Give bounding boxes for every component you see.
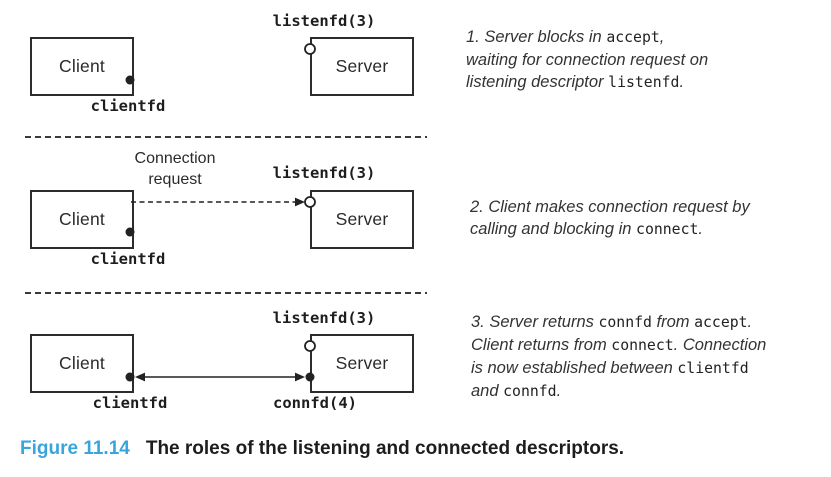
panel1-server-box: Server [310, 37, 414, 96]
panel2-client-label: Client [59, 209, 105, 229]
note-line: 3. Server returns connfd from accept. [471, 313, 753, 331]
panel2-connection-request-line1: Connection [134, 150, 216, 167]
figure-caption: Figure 11.14 The roles of the listening a… [20, 438, 624, 460]
note-line: listening descriptor listenfd. [466, 73, 685, 91]
panel3-server-label: Server [335, 353, 389, 373]
figure-number-label: Figure 11.14 [20, 438, 130, 459]
panel3-left-arrowhead-icon [135, 372, 145, 382]
figure-caption-title: The roles of the listening and connected… [145, 438, 625, 459]
panel3-clientfd-label: clientfd [92, 394, 168, 412]
note-line: calling and blocking in connect. [470, 220, 703, 238]
panel1-client-label: Client [59, 56, 105, 76]
panel3-listenfd-label: listenfd(3) [272, 309, 376, 327]
note-line: 1. Server blocks in accept, [466, 28, 665, 46]
note-line: Client returns from connect. Connection [471, 336, 767, 354]
note-line: 2. Client makes connection request by [470, 198, 750, 216]
panel3-connfd-label: connfd(4) [273, 394, 357, 412]
panel1-listenfd-label: listenfd(3) [272, 12, 376, 30]
panel2-client-box: Client [30, 190, 134, 249]
panel1-client-box: Client [30, 37, 134, 96]
note-line: is now established between clientfd [471, 359, 749, 377]
panel3-server-box: Server [310, 334, 414, 393]
panel3-client-label: Client [59, 353, 105, 373]
panel3-client-box: Client [30, 334, 134, 393]
panel2-listenfd-label: listenfd(3) [272, 164, 376, 182]
panel2-note: 2. Client makes connection request by cal… [470, 196, 830, 241]
panel1-server-label: Server [335, 56, 389, 76]
panel2-server-box: Server [310, 190, 414, 249]
note-line: and connfd. [471, 382, 562, 400]
panel2-clientfd-label: clientfd [90, 250, 166, 268]
panel2-arrowhead-icon [295, 197, 305, 207]
panel1-note: 1. Server blocks in accept, waiting for c… [466, 26, 826, 94]
panel2-server-label: Server [335, 209, 389, 229]
panel2-connection-request-line2: request [148, 171, 202, 188]
panel3-note: 3. Server returns connfd from accept. Cli… [471, 311, 831, 403]
note-line: waiting for connection request on [466, 51, 709, 69]
panel3-right-arrowhead-icon [295, 372, 305, 382]
panel1-clientfd-label: clientfd [90, 97, 166, 115]
panel2-connection-request-label: Connection request [114, 148, 236, 190]
